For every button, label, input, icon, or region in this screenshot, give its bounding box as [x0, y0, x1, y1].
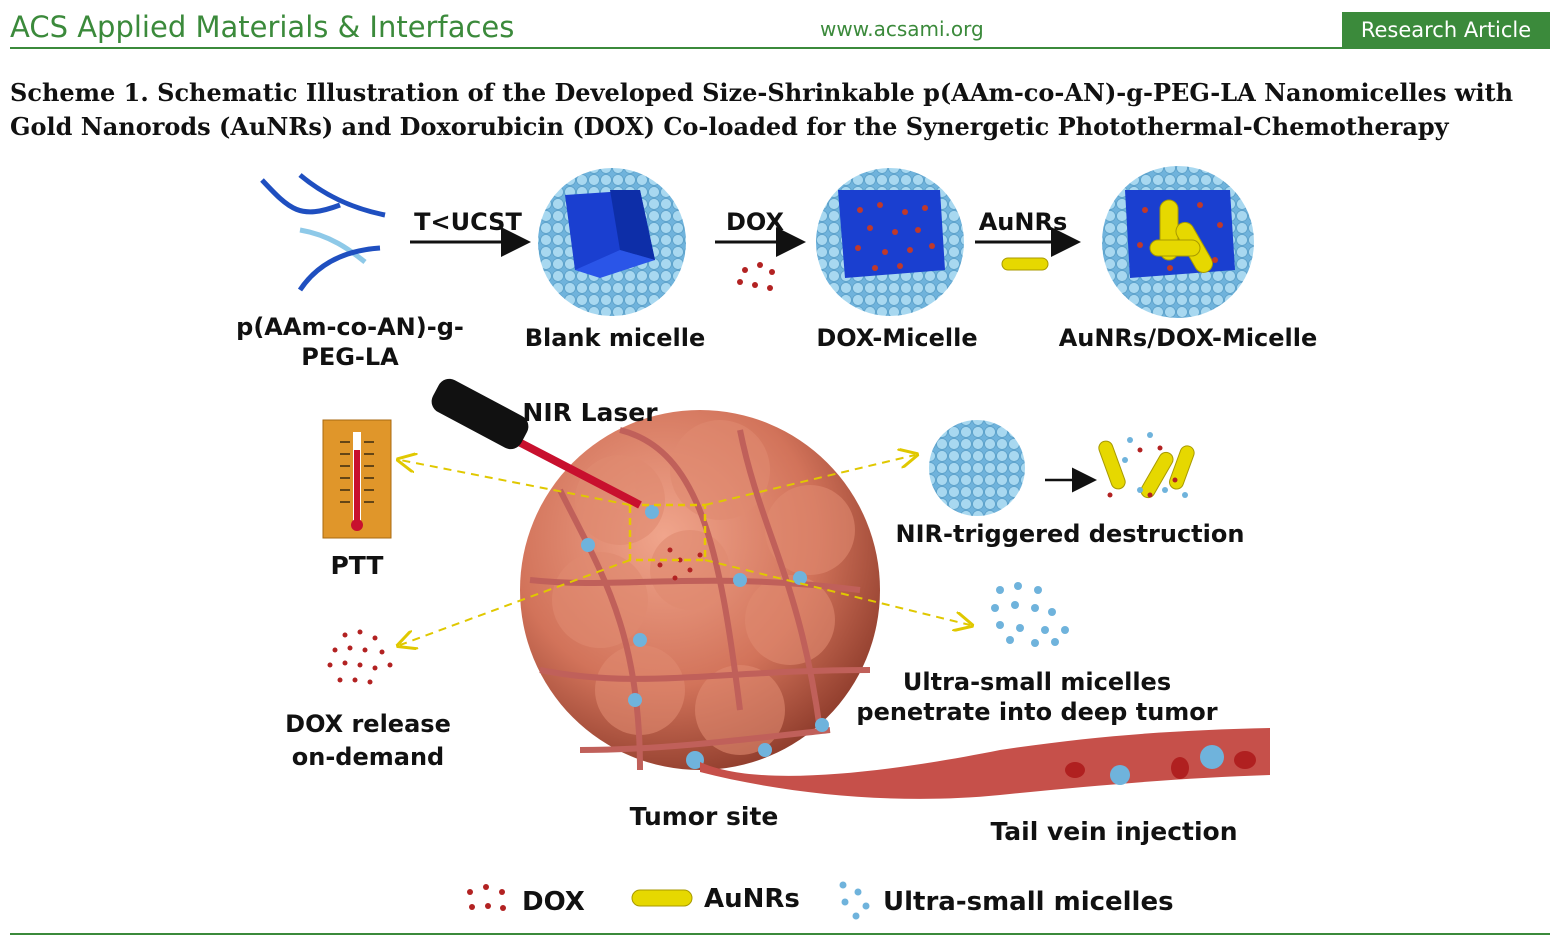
nir-laser-label: NIR Laser — [522, 398, 658, 427]
tumor — [520, 410, 880, 771]
micelle-intact — [929, 420, 1025, 516]
aunr-rod-top — [1001, 257, 1049, 271]
dox-dots-top — [737, 262, 775, 291]
caption-text: Schematic Illustration of the Developed … — [10, 78, 1514, 141]
ptt-label: PTT — [330, 551, 383, 580]
tumor-site-label: Tumor site — [630, 802, 779, 831]
ultra-label-2: penetrate into deep tumor — [856, 698, 1217, 726]
legend-ultra-label: Ultra-small micelles — [883, 887, 1174, 917]
journal-title: ACS Applied Materials & Interfaces — [10, 10, 515, 44]
aunr-dox-micelle-label: AuNRs/DOX-Micelle — [1059, 324, 1318, 352]
thermometer-icon — [322, 419, 392, 539]
arrow-dox-label: DOX — [726, 208, 784, 236]
scheme-caption: Scheme 1. Schematic Illustration of the … — [10, 76, 1550, 144]
dox-release-cluster — [327, 629, 393, 685]
dox-micelle-label: DOX-Micelle — [816, 324, 977, 352]
dox-micelle — [816, 168, 964, 316]
article-type-badge: Research Article — [1342, 12, 1550, 48]
header-rule — [10, 47, 1550, 49]
legend-aunrs-label: AuNRs — [704, 884, 800, 914]
legend-dox-label: DOX — [522, 887, 585, 917]
nir-laser — [431, 378, 642, 509]
blank-micelle — [538, 168, 686, 316]
blood-vessel — [700, 728, 1270, 799]
scheme-figure: p(AAm-co-AN)-g- PEG-LA T<UCST Blank mice… — [236, 166, 1318, 920]
arrow-aunrs-label: AuNRs — [979, 208, 1068, 236]
journal-url[interactable]: www.acsami.org — [820, 17, 984, 41]
injection-label: Tail vein injection — [990, 817, 1237, 846]
dox-release-label-2: on-demand — [292, 743, 444, 771]
dox-release-label-1: DOX release — [285, 710, 451, 738]
caption-label: Scheme 1. — [10, 78, 149, 107]
destruction-label: NIR-triggered destruction — [896, 520, 1245, 548]
blank-micelle-label: Blank micelle — [525, 324, 706, 352]
ultra-small-cluster — [991, 582, 1069, 647]
micelle-destroyed — [1098, 432, 1195, 499]
pointer-lines — [400, 455, 970, 645]
focus-box — [628, 503, 707, 562]
arrow-ucst-label: T<UCST — [414, 208, 522, 236]
footer-rule — [10, 933, 1550, 935]
legend-aunr-icon — [631, 889, 693, 907]
polymer-label-2: PEG-LA — [301, 343, 399, 371]
ultra-label-1: Ultra-small micelles — [903, 668, 1171, 696]
aunr-dox-micelle — [1102, 166, 1254, 318]
legend: DOX AuNRs Ultra-small micelles — [467, 881, 1174, 920]
polymer-chains — [260, 173, 386, 292]
legend-ultra-icon — [839, 881, 870, 920]
polymer-label-1: p(AAm-co-AN)-g- — [236, 313, 464, 341]
legend-dox-icon — [467, 884, 506, 911]
